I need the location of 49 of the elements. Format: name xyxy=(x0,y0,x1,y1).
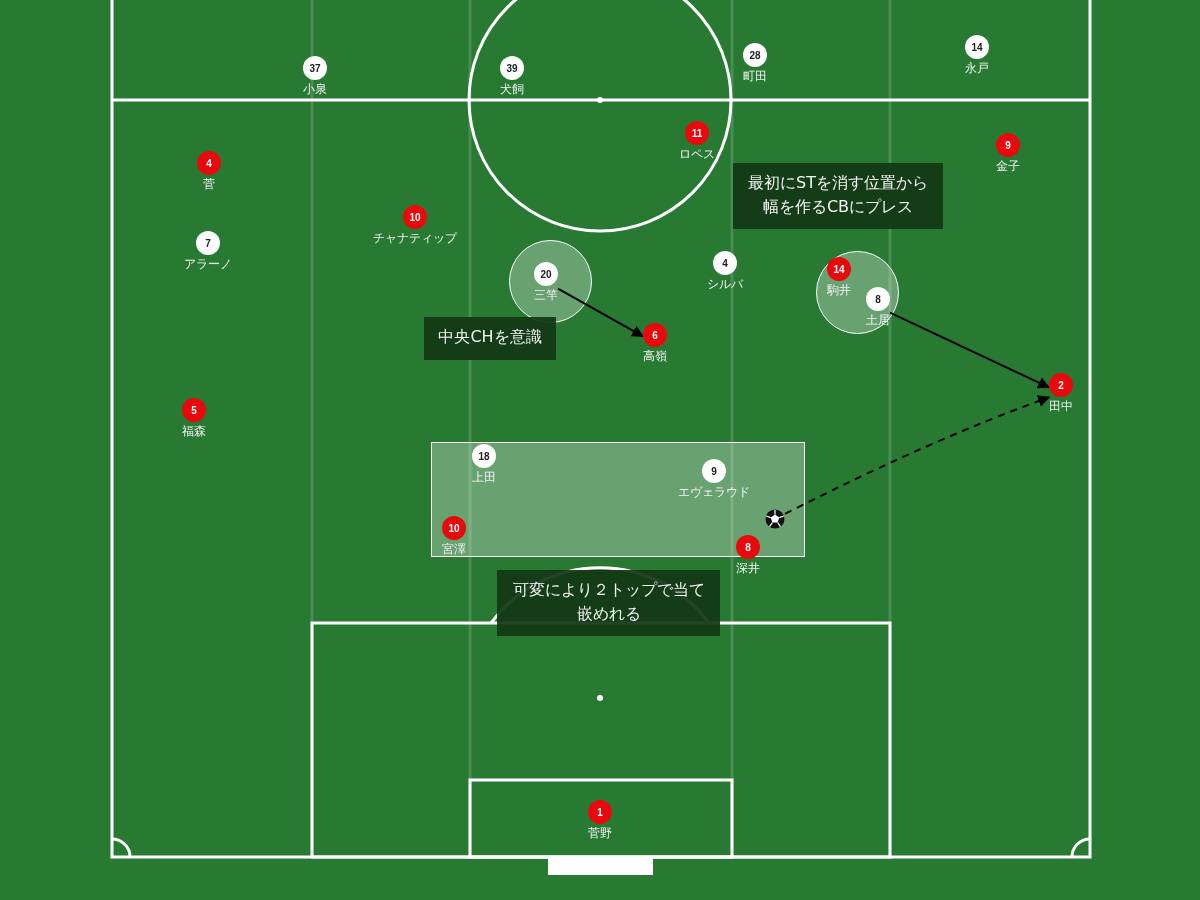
player-token: 8 xyxy=(866,287,890,311)
player-token: 6 xyxy=(643,323,667,347)
note-box: 中央CHを意識 xyxy=(424,317,556,360)
player-name: 宮澤 xyxy=(442,542,466,556)
player-token: 14 xyxy=(965,35,989,59)
player-name: 町田 xyxy=(743,69,767,83)
player-name: 駒井 xyxy=(827,283,851,297)
player-token: 14 xyxy=(827,257,851,281)
player-token: 8 xyxy=(736,535,760,559)
player-name: 金子 xyxy=(996,159,1020,173)
player-name: 高嶺 xyxy=(643,349,667,363)
player-token: 2 xyxy=(1049,373,1073,397)
player-name: 福森 xyxy=(182,424,206,438)
note-box: 最初にSTを消す位置から幅を作るCBにプレス xyxy=(733,163,943,229)
player-name: 上田 xyxy=(472,470,496,484)
highlight-zone xyxy=(431,442,805,557)
player-token: 37 xyxy=(303,56,327,80)
player-name: アラーノ xyxy=(184,257,232,271)
player-name: 永戸 xyxy=(965,61,989,75)
player-token: 9 xyxy=(702,459,726,483)
player-name: 土居 xyxy=(866,313,890,327)
player-name: 三竿 xyxy=(534,288,558,302)
player-token: 7 xyxy=(196,231,220,255)
player-name: 菅野 xyxy=(588,826,612,840)
player-name: 小泉 xyxy=(303,82,327,96)
arrow xyxy=(557,287,645,338)
player-name: 田中 xyxy=(1049,399,1073,413)
player-token: 28 xyxy=(743,43,767,67)
player-token: 39 xyxy=(500,56,524,80)
player-token: 10 xyxy=(403,205,427,229)
player-token: 11 xyxy=(685,121,709,145)
player-token: 4 xyxy=(713,251,737,275)
player-token: 1 xyxy=(588,800,612,824)
player-token: 20 xyxy=(534,262,558,286)
arrow xyxy=(784,395,1051,515)
player-name: 菅 xyxy=(203,177,215,191)
player-token: 5 xyxy=(182,398,206,422)
player-name: チャナティップ xyxy=(373,231,457,245)
player-name: 犬飼 xyxy=(500,82,524,96)
player-token: 18 xyxy=(472,444,496,468)
note-box: 可変により２トップで当て嵌めれる xyxy=(497,570,720,636)
player-name: エヴェラウド xyxy=(678,485,750,499)
player-token: 10 xyxy=(442,516,466,540)
player-name: ロペス xyxy=(679,147,715,161)
arrow xyxy=(889,311,1051,389)
player-name: シルバ xyxy=(707,277,743,291)
player-name: 深井 xyxy=(736,561,760,575)
player-token: 9 xyxy=(996,133,1020,157)
player-token: 4 xyxy=(197,151,221,175)
